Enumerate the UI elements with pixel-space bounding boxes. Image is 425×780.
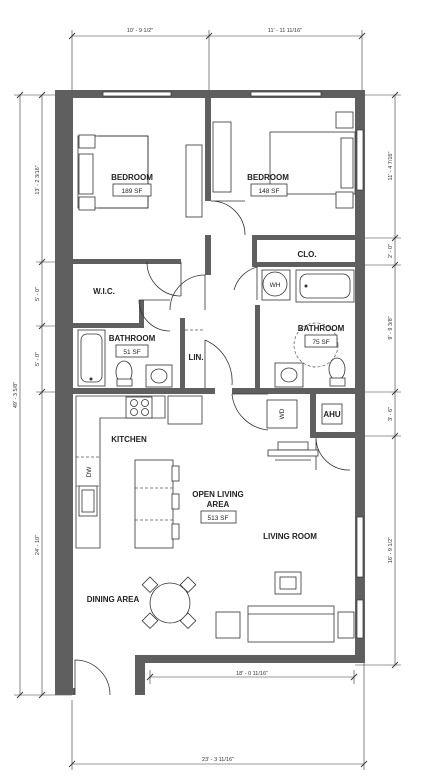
bath-2-area: 75 SF [312,339,329,346]
bedroom-1-area-box [112,183,152,197]
dim-right-3: 9' - 9 3/8" [388,316,394,339]
wd-label: WD [279,408,286,419]
bedroom-2-furniture [212,111,356,209]
dim-right-4: 3' - 6" [388,407,394,421]
living-furniture [215,571,355,643]
dim-left-4: 24' - 10" [35,535,41,555]
bath-1-area-box [115,344,149,358]
bathroom-2-fixtures [274,269,355,388]
bedroom-2-label: BEDROOM [247,173,289,182]
lin-label: LIN. [188,353,203,362]
dim-bottom-total: 23' - 3 11/16" [202,757,234,763]
dim-left-total: 49' - 3 5/8" [13,382,19,408]
ahu-label: AHU [323,410,341,419]
dim-right-1: 11' - 4 7/16" [388,152,394,181]
dim-bottom-inner: 18' - 0 11/16" [236,671,268,677]
bath-2-area-box [304,334,338,348]
dimension-lines [14,30,401,770]
bathroom-1-fixtures [77,329,173,388]
dim-left-2: 5' - 0" [35,287,41,301]
laundry [266,399,343,429]
interior-walls [73,98,355,438]
wic-label: W.I.C. [93,287,115,296]
dim-right-2: 2' - 0" [388,244,394,258]
windows [102,91,364,639]
dimension-ticks [16,32,399,768]
dining-table [141,576,197,630]
living-area-area: 513 SF [208,515,229,522]
bedroom-2-area-box [250,183,288,197]
dining-area-label: DINING AREA [87,595,140,604]
dim-top-left: 10' - 9 1/2" [127,28,153,34]
living-area-area-box [200,510,237,524]
exterior-walls [55,90,365,695]
tv-console [267,441,319,461]
bedroom-2-area: 148 SF [259,188,280,195]
dw-label: DW [86,466,93,478]
dim-left-3: 5' - 0" [35,352,41,366]
kitchen-label: KITCHEN [111,435,147,444]
dim-right-5: 16' - 9 1/2" [388,537,394,563]
living-room-label: LIVING ROOM [263,532,317,541]
clo-label: CLO. [297,250,316,259]
living-area-label-1: OPEN LIVING [192,490,244,499]
water-heater [261,269,291,301]
wh-label: WH [270,282,281,289]
dim-left-1: 13' - 2 3/16" [35,165,41,194]
doors [74,200,351,696]
living-area-label-2: AREA [207,500,230,509]
bath-1-area: 51 SF [123,349,140,356]
kitchen-counters [75,395,203,549]
dim-top-right: 11' - 11 11/16" [268,28,302,34]
bath-1-label: BATHROOM [109,334,156,343]
bedroom-1-area: 189 SF [122,188,143,195]
bath-2-label: BATHROOM [298,324,345,333]
bedroom-1-label: BEDROOM [111,173,153,182]
